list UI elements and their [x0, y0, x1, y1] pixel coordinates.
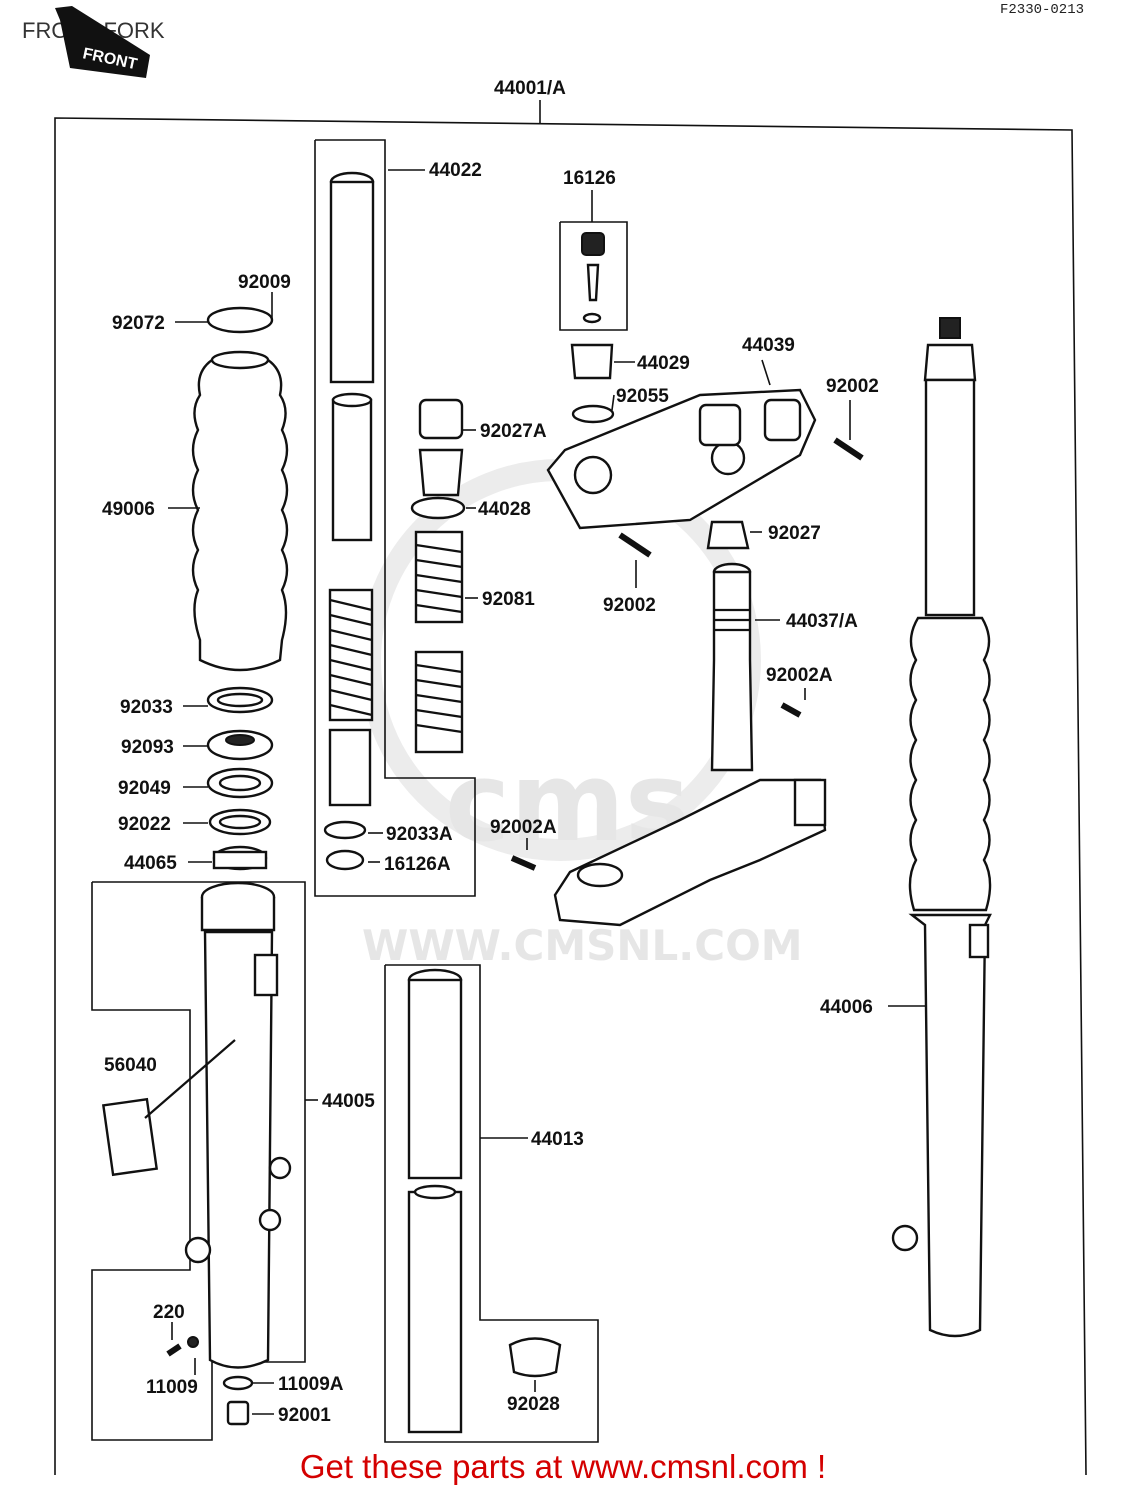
- part-label: 92002: [603, 595, 656, 616]
- part-label: 92093: [121, 737, 174, 758]
- part-label: 92022: [118, 814, 171, 835]
- part-label: 16126: [563, 168, 616, 189]
- inner-fork-group-frame: [91, 139, 628, 1443]
- part-label: 92002A: [766, 665, 833, 686]
- part-label: 92009: [238, 272, 291, 293]
- part-label: 44029: [637, 353, 690, 374]
- part-label: 44013: [531, 1129, 584, 1150]
- lower-clamp: [553, 778, 827, 927]
- part-label: 92055: [616, 386, 669, 407]
- part-label: 11009A: [278, 1374, 344, 1395]
- part-label: 44006: [820, 997, 873, 1018]
- part-label: 92028: [507, 1394, 560, 1415]
- part-label: 44022: [429, 160, 482, 181]
- inner-tube-44013: [407, 968, 562, 1434]
- part-label: 56040: [104, 1055, 157, 1076]
- bolt-92002-upper: [618, 437, 864, 558]
- part-labels: 44001/A 44022 16126 92009 92072 44029 44…: [102, 78, 879, 1426]
- part-label: 92072: [112, 313, 165, 334]
- part-label: 92033: [120, 697, 173, 718]
- part-label: 44039: [742, 335, 795, 356]
- drain-bolts: [166, 1336, 254, 1426]
- part-label: 92002A: [490, 817, 557, 838]
- upper-clamp-44039: [546, 388, 817, 530]
- part-label: 44028: [478, 499, 531, 520]
- damper-parts: [410, 398, 466, 754]
- part-label: 92001: [278, 1405, 331, 1426]
- cap-bolt-assembly: [570, 232, 615, 424]
- dust-boot-49006: [191, 306, 289, 672]
- right-fork-assembly-44006: [891, 317, 992, 1338]
- outer-tube-44005: [184, 881, 292, 1369]
- front-arrow-stamp: FRONT: [55, 6, 150, 78]
- steering-stem-44037: [710, 562, 754, 772]
- leader-lines: [168, 169, 925, 1415]
- part-label: 11009: [146, 1377, 198, 1398]
- part-label: 92081: [482, 589, 535, 610]
- diagram-code: F2330-0213: [1000, 2, 1084, 18]
- bolt-92002A: [510, 702, 802, 871]
- label-sticker-56040: [101, 1039, 236, 1177]
- part-label: 16126A: [384, 854, 451, 875]
- footer-cta-link[interactable]: Get these parts at www.cmsnl.com !: [299, 1448, 827, 1485]
- part-label: 92002: [826, 376, 879, 397]
- part-label: 44065: [124, 853, 177, 874]
- seal-stack: [206, 686, 274, 871]
- part-label: 44037/A: [786, 611, 858, 632]
- part-label: 92027A: [480, 421, 547, 442]
- fork-tube-44022: [329, 171, 375, 542]
- watermark-url: WWW.CMSNL.COM: [362, 921, 803, 970]
- assembly-frame: [54, 100, 1087, 1476]
- part-label: 92027: [768, 523, 821, 544]
- long-spring: [323, 588, 374, 871]
- part-label: 220: [153, 1302, 185, 1323]
- part-label: 92049: [118, 778, 171, 799]
- part-label: 44005: [322, 1091, 375, 1112]
- part-label: 44001/A: [494, 78, 566, 99]
- part-label: 49006: [102, 499, 155, 520]
- part-label: 92033A: [386, 824, 453, 845]
